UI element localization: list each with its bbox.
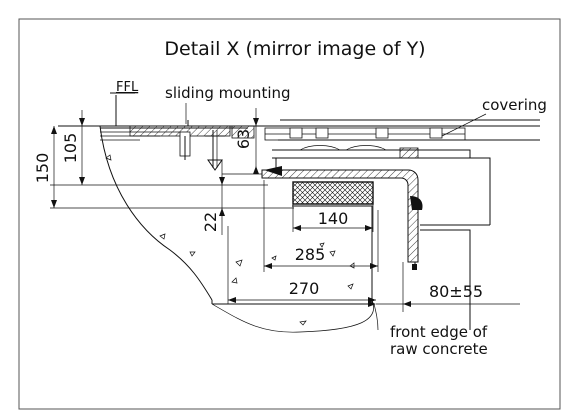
- covering-leader: [441, 113, 487, 137]
- front-edge-leader: [373, 303, 379, 331]
- reference-lines: [50, 173, 294, 209]
- dimension-150: 150: [33, 126, 57, 208]
- ffl-label: FFL: [116, 80, 139, 95]
- sliding-mounting-label: sliding mounting: [165, 84, 291, 102]
- dimension-22: 22: [201, 160, 225, 235]
- svg-text:80±55: 80±55: [429, 282, 483, 301]
- dimension-285: 285: [263, 180, 379, 272]
- svg-text:270: 270: [289, 279, 320, 298]
- svg-text:105: 105: [61, 133, 80, 164]
- frame-profile: [129, 120, 255, 171]
- edge-angle: [261, 157, 491, 330]
- dimension-63: 63: [234, 108, 259, 174]
- front-edge-label-line2: raw concrete: [390, 340, 488, 358]
- drawing-title: Detail X (mirror image of Y): [164, 38, 425, 60]
- svg-text:140: 140: [318, 209, 349, 228]
- svg-text:22: 22: [201, 212, 220, 232]
- dimension-270: 270: [227, 226, 376, 304]
- covering-label: covering: [482, 96, 547, 114]
- floor-covering-structure: [264, 119, 540, 170]
- dimension-140: 140: [292, 204, 374, 232]
- drawing-frame: [18, 18, 561, 410]
- dimension-80: 80±55: [368, 262, 520, 312]
- dimension-105: 105: [61, 110, 85, 185]
- front-edge-label-line1: front edge of: [390, 323, 488, 341]
- svg-text:150: 150: [33, 153, 52, 184]
- raw-concrete: [99, 125, 374, 333]
- svg-text:285: 285: [295, 245, 326, 264]
- svg-text:63: 63: [234, 129, 253, 149]
